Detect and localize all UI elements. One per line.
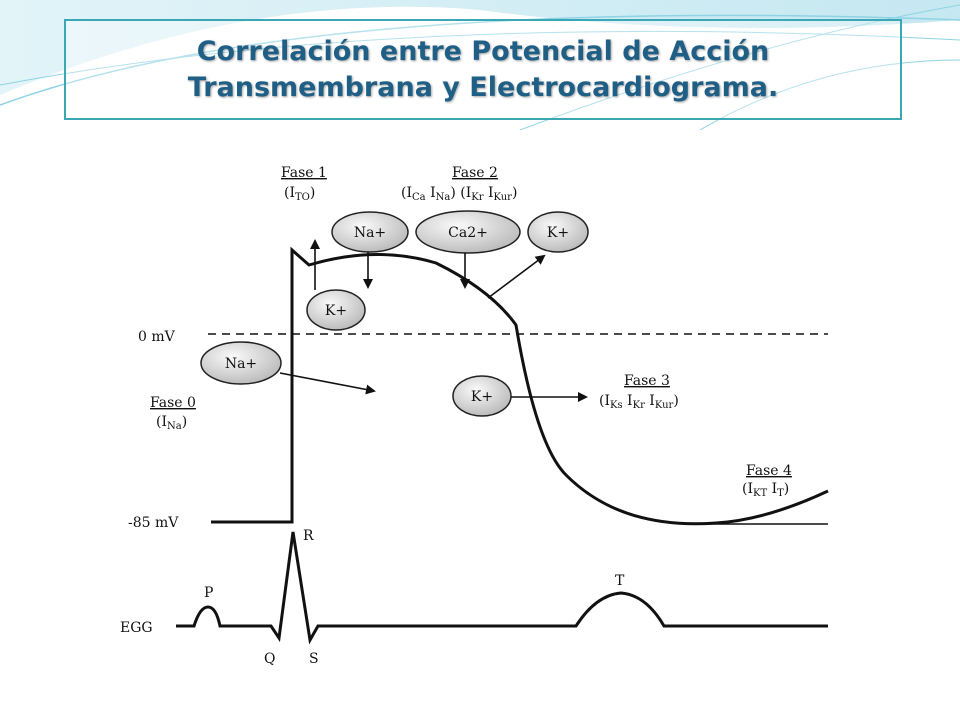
fase0-currents: (INa): [156, 414, 187, 432]
title-box: Correlación entre Potencial de Acción Tr…: [64, 19, 902, 120]
ion-na-top: Na+: [331, 211, 409, 253]
title-line-2: Transmembrana y Electrocardiograma.: [187, 71, 779, 103]
ecg-trace: [176, 531, 828, 645]
fase2-title: Fase 2: [452, 165, 498, 181]
ion-k-top: K+: [527, 211, 589, 253]
svg-text:Na+: Na+: [354, 225, 386, 241]
svg-text:Ca2+: Ca2+: [448, 225, 488, 241]
ion-k-left: K+: [306, 289, 366, 331]
rest-mv-label: -85 mV: [128, 515, 179, 531]
action-potential-curve: [211, 246, 829, 526]
fase4-title: Fase 4: [746, 463, 792, 479]
zero-mv-label: 0 mV: [138, 329, 176, 345]
svg-text:Na+: Na+: [225, 356, 257, 372]
fase4-currents: (IKT IT): [742, 481, 789, 499]
ecg-p-label: P: [204, 585, 213, 601]
ecg-q-label: Q: [264, 651, 275, 667]
fase1-currents: (ITO): [284, 185, 315, 203]
svg-text:K+: K+: [325, 303, 347, 319]
fase3-title: Fase 3: [624, 373, 670, 389]
ecg-t-label: T: [615, 573, 625, 589]
fase1-title: Fase 1: [281, 165, 327, 181]
ion-na-left: Na+: [200, 341, 282, 385]
background-decoration: [0, 0, 960, 130]
ecg-label: EGG: [120, 620, 153, 636]
action-potential-diagram: 0 mV -85 mV EGG Fase 1 (ITO) Fase 2 (ICa…: [120, 165, 829, 667]
fase0-title: Fase 0: [150, 395, 196, 411]
svg-text:K+: K+: [547, 225, 569, 241]
ion-k-mid: K+: [452, 375, 512, 417]
title-line-1: Correlación entre Potencial de Acción: [196, 35, 770, 67]
fase3-currents: (IKs IKr IKur): [599, 393, 679, 411]
ion-ca-top: Ca2+: [415, 210, 521, 254]
ecg-s-label: S: [309, 651, 319, 667]
arrow-k-out-phase2: [487, 254, 546, 299]
ecg-r-label: R: [303, 528, 314, 544]
svg-text:K+: K+: [471, 389, 493, 405]
arrow-na-in-phase0: [279, 372, 376, 395]
fase2-currents: (ICa INa) (IKr IKur): [401, 185, 517, 203]
